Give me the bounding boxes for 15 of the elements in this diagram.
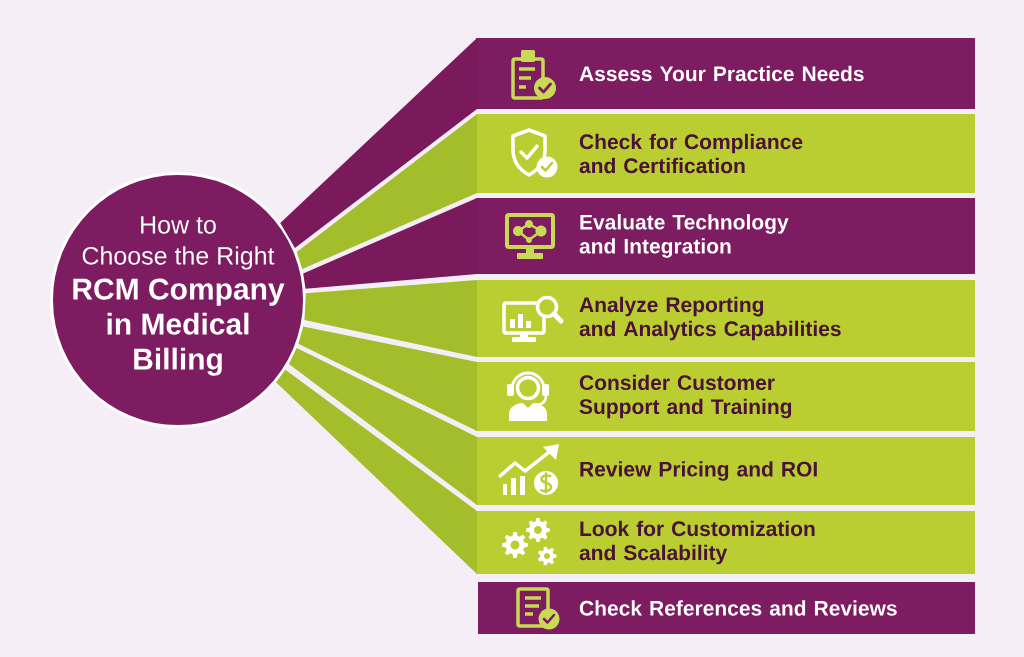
- connector-wedge: [288, 347, 477, 505]
- step-bar: Look for Customization and Scalability: [476, 511, 975, 574]
- step-bar: Check for Compliance and Certification: [476, 114, 975, 193]
- step-bar: Review Pricing and ROI: [476, 437, 975, 505]
- connector-wedge: [280, 38, 477, 248]
- connector-wedge: [296, 114, 477, 270]
- step-bar: Analyze Reporting and Analytics Capabilities: [476, 280, 975, 357]
- step-bar: Consider Customer Support and Training: [476, 362, 975, 431]
- connector-wedge: [304, 280, 477, 357]
- step-bar: Evaluate Technology and Integration: [476, 198, 975, 274]
- connector-wedge: [276, 369, 477, 574]
- step-bar: Check References and Reviews: [478, 582, 975, 634]
- connector-wedge: [303, 198, 477, 289]
- step-bar: Assess Your Practice Needs: [476, 38, 975, 109]
- connector-wedge: [298, 326, 477, 431]
